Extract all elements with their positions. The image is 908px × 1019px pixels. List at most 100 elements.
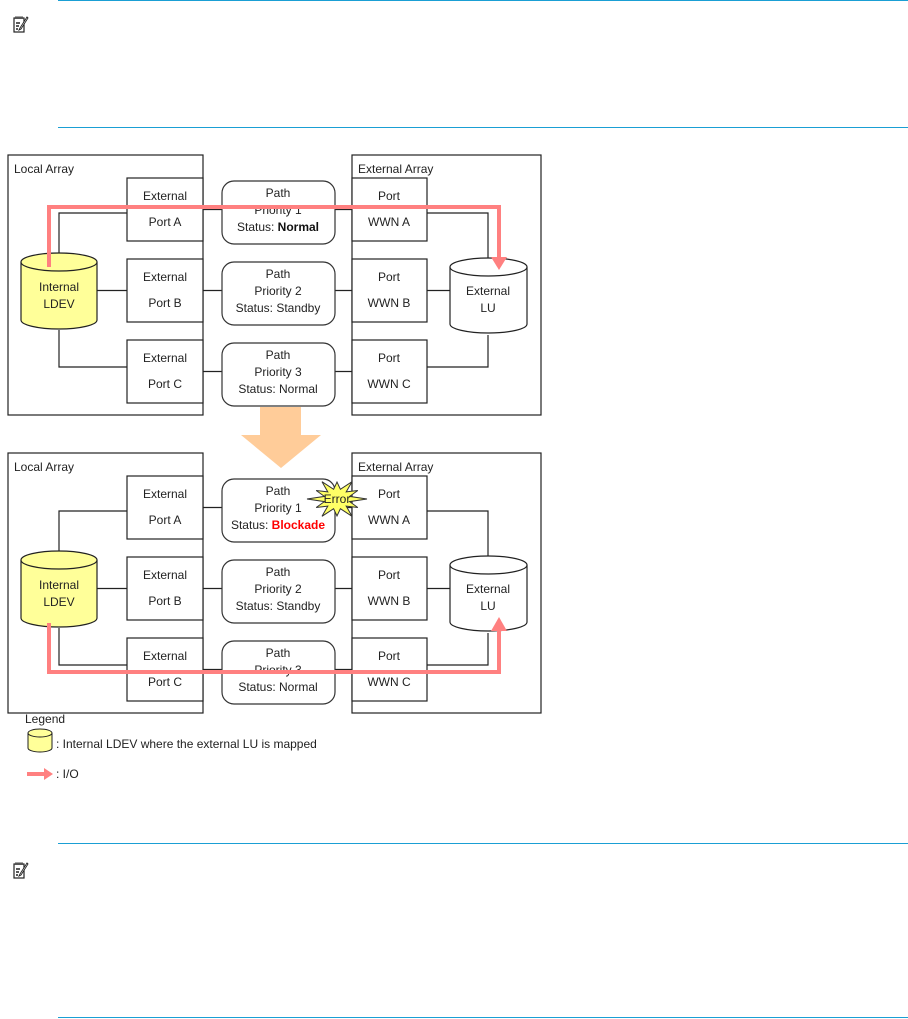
external-port-line1: External — [143, 351, 187, 365]
legend-item-io-text: : I/O — [56, 767, 79, 781]
internal-ldev-cylinder — [20, 550, 98, 628]
note-pencil-icon — [13, 862, 29, 879]
connector-lines — [58, 506, 489, 671]
note-bottom-rule-2 — [58, 1017, 908, 1018]
path-status-value: Normal — [279, 382, 318, 396]
connector-wwn-a-lu — [427, 510, 489, 563]
path-title: Path — [266, 267, 291, 281]
legend-cylinder-top — [27, 728, 53, 738]
wwn-port-box — [351, 177, 428, 242]
external-port-box — [126, 637, 204, 702]
external-lu-cylinder-body — [449, 565, 528, 632]
external-lu-label-1: External — [466, 582, 510, 596]
external-port-line1: External — [143, 568, 187, 582]
local-array-label: Local Array — [14, 162, 74, 176]
external-port-box — [126, 258, 204, 323]
io-arrow-head — [491, 257, 507, 270]
legend-io-arrow-head — [44, 768, 53, 780]
external-port-box — [126, 339, 204, 404]
external-lu-cylinder-body — [449, 267, 528, 334]
legend-io-arrow-icon — [27, 768, 53, 780]
wwn-port-line1: Port — [378, 487, 401, 501]
connector-lines — [58, 208, 489, 373]
path-priority: Priority 1 — [254, 501, 302, 515]
wwn-port-line2: WWN A — [368, 215, 410, 229]
wwn-port-line2: WWN C — [367, 675, 411, 689]
external-lu-cylinder — [449, 257, 528, 334]
wwn-port-line1: Port — [378, 351, 401, 365]
connector-ldev-port-a — [58, 510, 127, 558]
external-array-label: External Array — [358, 162, 433, 176]
wwn-port-box — [351, 258, 428, 323]
wwn-port-line2: WWN A — [368, 513, 410, 527]
io-route — [47, 623, 501, 674]
external-port-line1: External — [143, 270, 187, 284]
external-port-line1: External — [143, 649, 187, 663]
wwn-port-line1: Port — [378, 568, 401, 582]
note-bottom-rule-1 — [58, 127, 908, 128]
external-port-box — [126, 177, 204, 242]
path-priority: Priority 3 — [254, 365, 302, 379]
path-box — [221, 342, 336, 407]
path-status-value: Normal — [279, 680, 318, 694]
connector-wwn-c-lu — [427, 335, 489, 368]
external-lu-cylinder-top — [449, 257, 528, 277]
wwn-port-box — [351, 637, 428, 702]
external-port-line2: Port A — [149, 215, 182, 229]
wwn-port-box — [351, 475, 428, 540]
path-status-label: Status: — [238, 680, 279, 694]
path-status: Status: Normal — [237, 220, 319, 234]
internal-ldev-label-1: Internal — [39, 280, 79, 294]
connector-ldev-port-c — [58, 330, 127, 368]
path-status: Status: Normal — [238, 680, 317, 694]
external-port-line2: Port B — [148, 594, 181, 608]
legend-title: Legend — [25, 712, 65, 726]
wwn-port-line2: WWN B — [368, 594, 411, 608]
wwn-port-box — [351, 339, 428, 404]
path-priority: Priority 2 — [254, 284, 302, 298]
path-title: Path — [266, 646, 291, 660]
internal-ldev-label-2: LDEV — [43, 297, 74, 311]
path-priority: Priority 2 — [254, 582, 302, 596]
error-label: Error — [324, 492, 351, 506]
internal-ldev-label-1: Internal — [39, 578, 79, 592]
io-route — [47, 205, 501, 267]
internal-ldev-cylinder — [20, 252, 98, 330]
wwn-port-line1: Port — [378, 649, 401, 663]
connector-wwn-a-lu — [427, 212, 489, 265]
wwn-port-line1: Port — [378, 270, 401, 284]
path-title: Path — [266, 348, 291, 362]
io-path — [47, 623, 501, 674]
wwn-port-line1: Port — [378, 189, 401, 203]
external-lu-label-2: LU — [480, 301, 495, 315]
path-status-value: Blockade — [272, 518, 326, 532]
external-lu-cylinder-top — [449, 555, 528, 575]
io-arrow-head — [491, 617, 507, 631]
path-box — [221, 559, 336, 624]
path-status: Status: Normal — [238, 382, 317, 396]
wwn-port-line2: WWN B — [368, 296, 411, 310]
path-status-label: Status: — [237, 220, 278, 234]
internal-ldev-cylinder-body — [20, 262, 98, 330]
connector-ldev-port-a — [58, 212, 127, 260]
path-box — [221, 180, 336, 245]
external-port-line1: External — [143, 487, 187, 501]
internal-ldev-cylinder-body — [20, 560, 98, 628]
legend-item-ldev-text: : Internal LDEV where the external LU is… — [56, 737, 317, 751]
external-array-label: External Array — [358, 460, 433, 474]
note-pencil-icon — [13, 16, 29, 33]
path-status: Status: Standby — [236, 301, 321, 315]
external-port-box — [126, 556, 204, 621]
